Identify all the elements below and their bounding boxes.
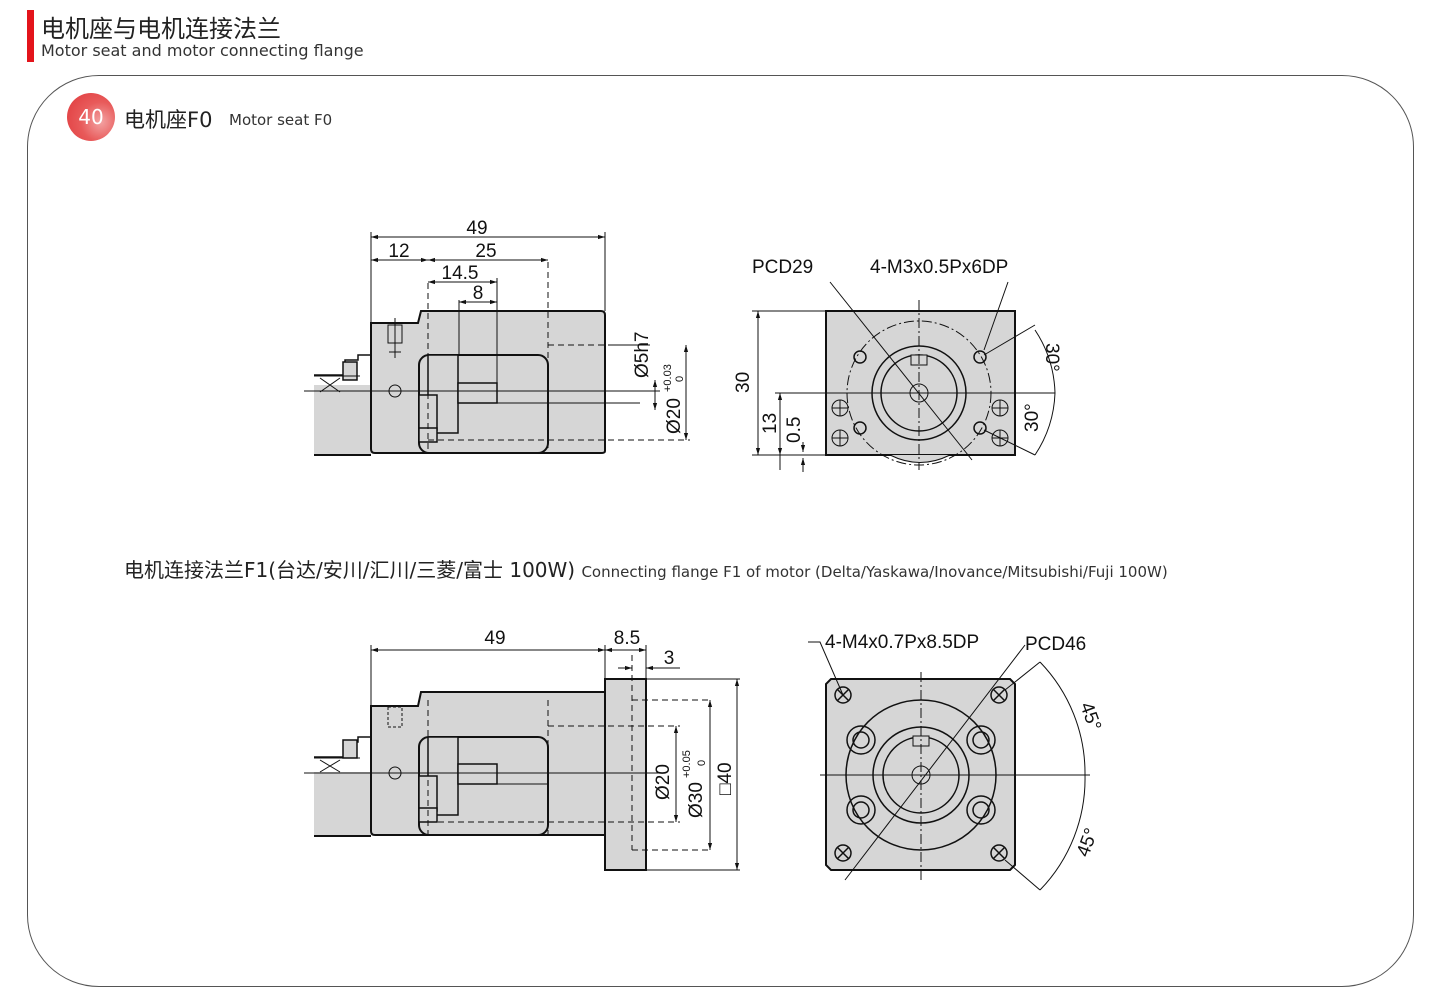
dim-height: 30 [733,372,754,393]
dim-overall-2: 49 [484,628,505,649]
motor-seat-front-view: PCD29 4-M3x0.5Px6DP 30 13 0.5 30° 30° [733,257,1062,472]
dim-pilot-tol-upper: +0.05 [681,750,693,778]
dim-bore-tol-upper: +0.03 [662,364,674,392]
dim-14-5: 14.5 [442,263,479,284]
dim-square: □40 [715,762,736,795]
section2-title-cn: 电机连接法兰F1(台达/安川/汇川/三菱/富士 100W) [124,558,576,582]
dim-flange: 8.5 [614,628,640,649]
section2-title: 电机连接法兰F1(台达/安川/汇川/三菱/富士 100W) Connecting… [124,554,1168,583]
size-badge: 40 [67,93,115,141]
angle-upper: 30° [1041,343,1062,372]
angle-lower: 30° [1022,403,1043,432]
dim-bore-2: Ø20 [653,764,674,800]
section1-title: 电机座F0 [124,108,213,132]
motor-seat-side-view: 49 12 25 14.5 8 Ø5h7 Ø20 +0.03 0 [304,218,690,456]
angle-upper-2: 45° [1075,700,1105,734]
content-frame [27,75,1414,987]
flange-front-view: 4-M4x0.7Px8.5DP PCD46 45° 45° [808,632,1105,891]
thread-label-2: 4-M4x0.7Px8.5DP [825,632,979,653]
flange-side-view: 49 8.5 3 Ø20 Ø30 +0.05 0 □40 [304,628,740,871]
pcd-label: PCD29 [752,257,813,278]
accent-bar [27,10,34,62]
section1-subtitle: Motor seat F0 [229,111,333,129]
pcd-label-2: PCD46 [1025,634,1086,655]
dim-center-height: 13 [760,413,781,434]
dim-overall: 49 [466,218,487,239]
dim-bore-tol-lower: 0 [674,376,686,382]
section2-title-en: Connecting flange F1 of motor (Delta/Yas… [581,563,1168,581]
dim-shaft: Ø5h7 [632,332,653,378]
dim-bore: Ø20 [664,398,685,434]
dim-8: 8 [473,283,484,304]
angle-lower-2: 45° [1073,826,1103,860]
dim-12: 12 [388,241,409,262]
dim-pilot-tol-lower: 0 [696,760,708,766]
dim-offset: 0.5 [784,417,805,443]
dim-pilot: 3 [664,648,675,669]
dim-pilot-dia: Ø30 [686,782,707,818]
thread-label: 4-M3x0.5Px6DP [870,257,1008,278]
page-title: 电机座与电机连接法兰 [41,15,281,43]
page-subtitle: Motor seat and motor connecting flange [41,41,364,60]
dim-25: 25 [475,241,496,262]
